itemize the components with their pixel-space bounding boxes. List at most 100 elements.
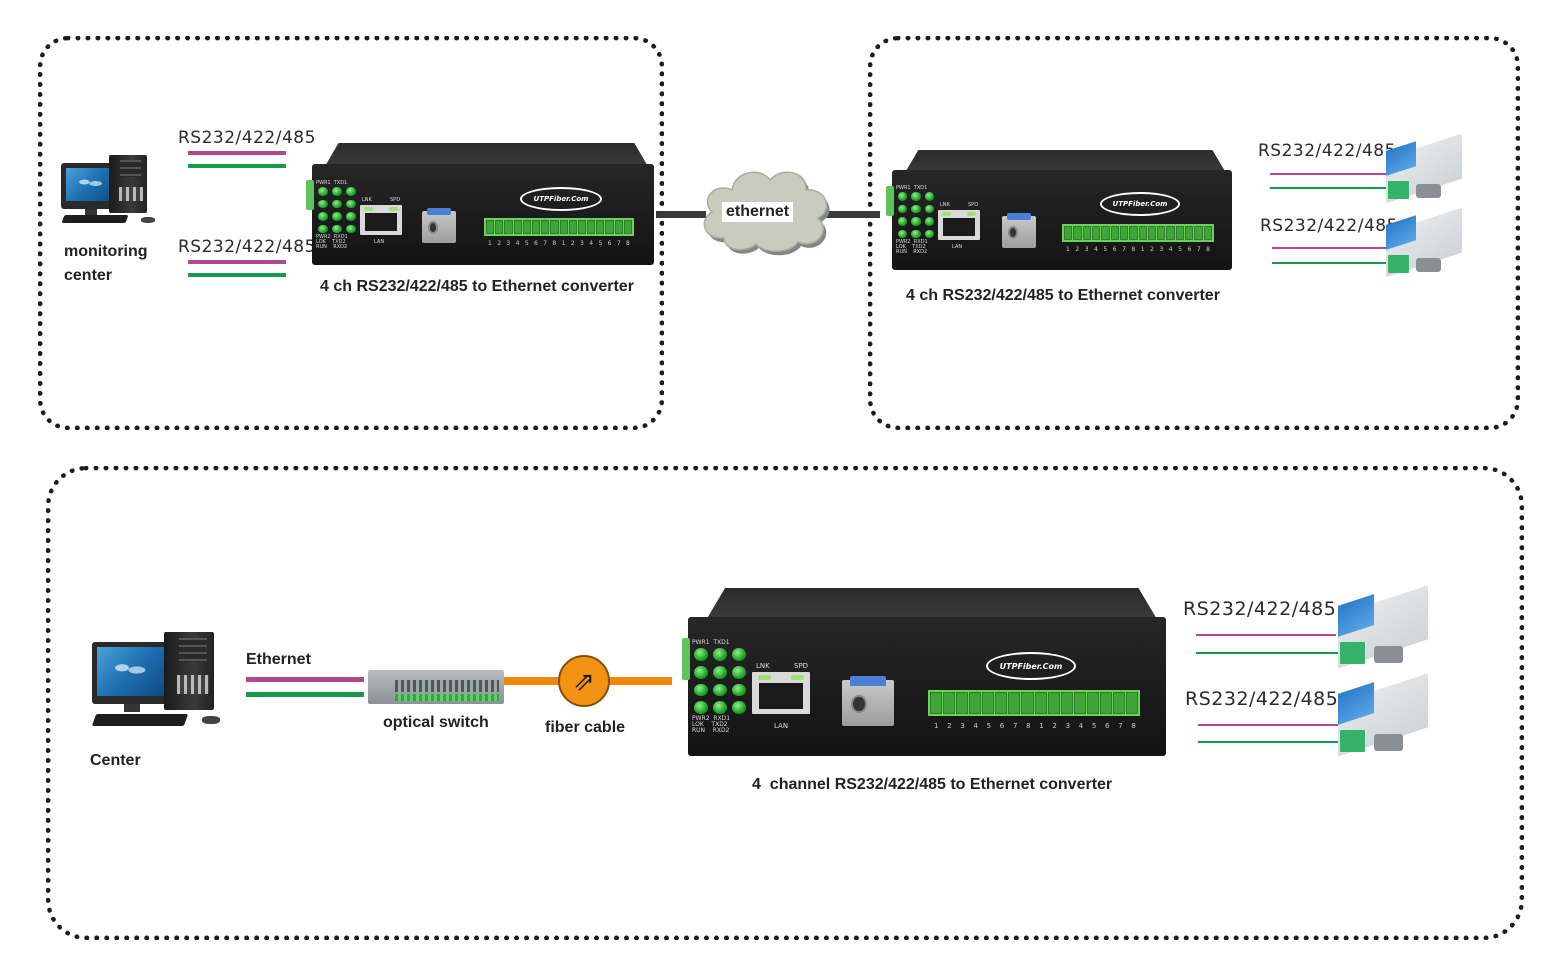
lan-label: LAN xyxy=(774,722,789,730)
lnk-label: LNK xyxy=(756,662,770,670)
led xyxy=(713,665,727,679)
status-leds xyxy=(898,192,934,238)
fiber-cable-icon: ⇗ xyxy=(558,655,610,707)
converter-caption: 4 ch RS232/422/485 to Ethernet converter xyxy=(906,287,1220,304)
led xyxy=(346,212,356,221)
serial-line-tx xyxy=(188,151,286,155)
rj45-port xyxy=(938,210,980,240)
lnk-label: LNK xyxy=(362,197,372,203)
led xyxy=(713,648,727,661)
serial-line-rx xyxy=(1272,262,1388,264)
serial-device-icon xyxy=(1338,585,1428,670)
led xyxy=(898,192,908,201)
serial-line-rx xyxy=(1196,652,1338,654)
sfp-port xyxy=(1002,213,1036,248)
serial-ethernet-converter: PWR1 TXD1 PWR2 RXD1 LOK TXD2 RUN RXD2 LN… xyxy=(682,588,1166,756)
led xyxy=(924,217,934,226)
serial-line-tx xyxy=(1272,247,1388,249)
status-leds xyxy=(694,648,746,714)
led xyxy=(332,224,342,233)
serial-device-icon xyxy=(1338,673,1428,758)
serial-ethernet-converter: PWR1 TXD1 PWR2 RXD1 LOK TXD2 RUN RXD2 LN… xyxy=(886,150,1232,270)
led xyxy=(346,199,356,208)
led-labels-bottom: PWR2 RXD1 LOK TXD2 RUN RXD2 xyxy=(316,234,348,250)
terminal-block xyxy=(928,690,1140,716)
serial-line-rx xyxy=(188,273,286,277)
led xyxy=(332,187,342,196)
converter-caption: 4 ch RS232/422/485 to Ethernet converter xyxy=(320,278,634,295)
led xyxy=(924,229,934,238)
panel-remote-site xyxy=(868,36,1520,430)
serial-link-label: RS232/422/485 xyxy=(1260,216,1398,236)
serial-line-tx xyxy=(1270,173,1386,175)
converter-caption: 4 channel RS232/422/485 to Ethernet conv… xyxy=(752,776,1113,793)
ethernet-link-right xyxy=(818,211,880,218)
led xyxy=(898,217,908,226)
led-labels-top: PWR1 TXD1 xyxy=(896,185,928,191)
led-labels-top: PWR1 TXD1 xyxy=(316,180,348,186)
spd-label: SPD xyxy=(968,202,979,208)
terminal-block xyxy=(1062,224,1214,242)
led xyxy=(318,187,328,196)
serial-device-icon xyxy=(1386,133,1462,204)
led xyxy=(898,204,908,213)
serial-link-label: RS232/422/485 xyxy=(178,237,316,257)
led-labels-bottom: PWR2 RXD1 LOK TXD2 RUN RXD2 xyxy=(692,715,731,734)
led xyxy=(694,648,708,661)
serial-line-rx xyxy=(1198,741,1340,743)
ethernet-link-left xyxy=(656,211,706,218)
led xyxy=(694,683,708,697)
brand-logo: UTPFiber.Com xyxy=(520,187,602,211)
led xyxy=(911,192,921,201)
spd-label: SPD xyxy=(390,197,401,203)
led xyxy=(346,187,356,196)
center-label: Center xyxy=(90,752,141,769)
led xyxy=(318,224,328,233)
led xyxy=(713,683,727,697)
sfp-port xyxy=(422,208,456,243)
led-labels-top: PWR1 TXD1 xyxy=(692,639,730,646)
ethernet-line-rx xyxy=(246,692,364,697)
led-labels-bottom: PWR2 RXD1 LOK TXD2 RUN RXD2 xyxy=(896,239,928,255)
computer-icon xyxy=(55,155,165,230)
serial-device-icon xyxy=(1386,207,1462,278)
led xyxy=(346,224,356,233)
lnk-label: LNK xyxy=(940,202,950,208)
spd-label: SPD xyxy=(794,662,809,670)
optical-switch-icon xyxy=(368,670,504,704)
ethernet-label: Ethernet xyxy=(246,651,311,668)
serial-line-rx xyxy=(188,164,286,168)
led xyxy=(732,701,746,714)
serial-line-tx xyxy=(188,260,286,264)
led xyxy=(732,683,746,697)
serial-ethernet-converter: PWR1 TXD1 PWR2 RXD1 LOK TXD2 RUN RXD2 LN… xyxy=(306,143,654,265)
rj45-port xyxy=(752,672,810,714)
serial-link-label: RS232/422/485 xyxy=(178,128,316,148)
serial-link-label: RS232/422/485 xyxy=(1185,688,1339,710)
serial-line-tx xyxy=(1196,634,1336,636)
rj45-port xyxy=(360,205,402,235)
led xyxy=(911,204,921,213)
fiber-cable-label: fiber cable xyxy=(545,719,626,736)
monitoring-center-label: monitoring center xyxy=(64,243,148,284)
led xyxy=(332,199,342,208)
status-leds xyxy=(318,187,356,233)
serial-link-label: RS232/422/485 xyxy=(1183,598,1337,620)
brand-logo: UTPFiber.Com xyxy=(1100,192,1180,216)
ethernet-cloud-label: ethernet xyxy=(722,202,794,222)
led xyxy=(694,701,708,714)
serial-line-tx xyxy=(1198,724,1338,726)
led xyxy=(924,192,934,201)
lan-label: LAN xyxy=(952,244,963,250)
led xyxy=(898,229,908,238)
led xyxy=(732,665,746,679)
led xyxy=(911,229,921,238)
panel-fiber-topology xyxy=(46,466,1524,940)
sfp-port xyxy=(842,676,894,726)
brand-logo: UTPFiber.Com xyxy=(986,652,1076,680)
terminal-block xyxy=(484,218,634,236)
serial-line-rx xyxy=(1270,187,1386,189)
